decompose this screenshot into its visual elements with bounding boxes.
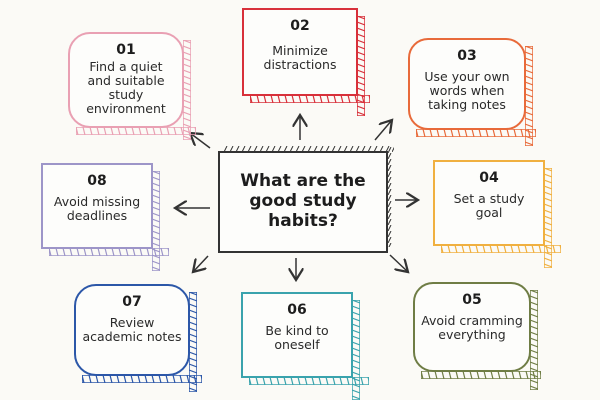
hatch-decoration <box>544 168 552 268</box>
hatch-decoration <box>189 292 197 392</box>
habit-text: Set a study goal <box>453 191 525 220</box>
habit-text: Avoid missing deadlines <box>53 194 141 223</box>
arrow-to-03 <box>374 120 392 141</box>
habit-text: Find a quiet and suitable study environm… <box>86 59 166 116</box>
central-question-title: What are the good study habits? <box>240 171 366 231</box>
hatch-decoration <box>82 375 202 383</box>
hatch-decoration <box>352 300 360 400</box>
habit-card-01: 01 Find a quiet and suitable study envir… <box>68 32 196 140</box>
habit-card-08: 08 Avoid missing deadlines <box>41 163 169 271</box>
hatch-decoration <box>249 377 369 385</box>
habit-number: 04 <box>479 170 499 186</box>
hatch-decoration <box>525 46 533 146</box>
habit-number: 02 <box>290 18 310 34</box>
habit-card-02: 02 Minimize distractions <box>242 8 370 116</box>
habit-number: 05 <box>462 292 482 308</box>
habit-number: 03 <box>457 48 477 64</box>
habit-card-03: 03 Use your own words when taking notes <box>408 38 536 146</box>
central-question-box: What are the good study habits? <box>218 146 394 253</box>
arrow-to-07 <box>193 255 209 272</box>
hatch-decoration <box>441 245 561 253</box>
arrow-to-05 <box>389 254 408 272</box>
hatch-decoration <box>49 248 169 256</box>
hatch-decoration <box>152 171 160 271</box>
habit-card-07: 07 Review academic notes <box>74 284 202 392</box>
habit-card-04: 04 Set a study goal <box>433 160 561 268</box>
hatch-decoration <box>416 129 536 137</box>
habit-number: 01 <box>116 42 136 58</box>
habit-card-05: 05 Avoid cramming everything <box>413 282 541 390</box>
habit-text: Use your own words when taking notes <box>424 69 510 112</box>
hatch-decoration <box>183 40 191 140</box>
hatch-decoration <box>388 147 394 247</box>
habit-number: 08 <box>87 173 107 189</box>
habit-card-06: 06 Be kind to oneself <box>241 292 369 400</box>
hatch-decoration <box>530 290 538 390</box>
hatch-decoration <box>76 127 196 135</box>
hatch-decoration <box>224 146 394 152</box>
arrow-to-01 <box>190 133 211 149</box>
habit-text: Be kind to oneself <box>265 323 329 352</box>
habit-text: Avoid cramming everything <box>421 313 523 342</box>
hatch-decoration <box>421 371 541 379</box>
habit-text: Review academic notes <box>82 315 182 344</box>
habit-number: 06 <box>287 302 307 318</box>
habit-text: Minimize distractions <box>263 43 337 72</box>
hatch-decoration <box>250 95 370 103</box>
habit-number: 07 <box>122 294 142 310</box>
